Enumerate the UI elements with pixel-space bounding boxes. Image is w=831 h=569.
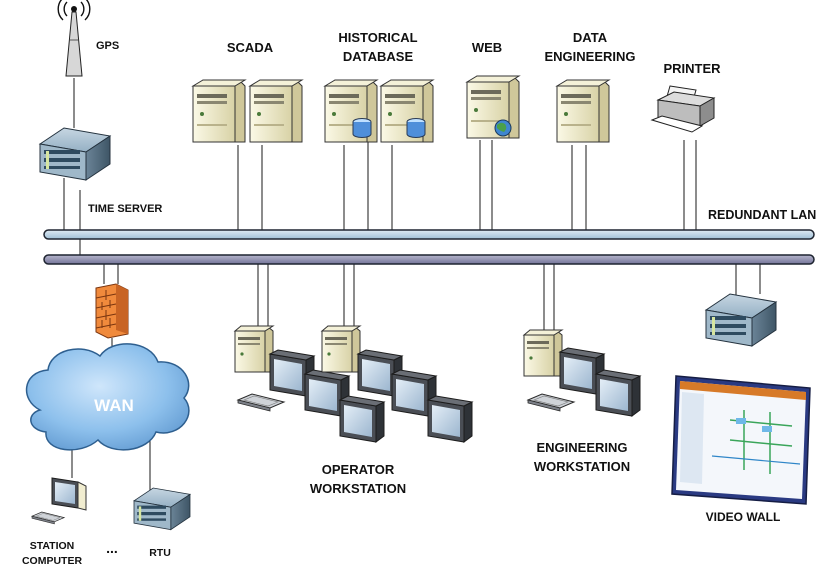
engineering-label: ENGINEERING xyxy=(544,49,635,64)
ellipsis-label: ... xyxy=(106,540,118,556)
historical-label: HISTORICAL xyxy=(338,30,417,45)
station-computer-icon xyxy=(31,477,87,525)
lan-bus-a xyxy=(43,229,815,240)
operator-workstation-icon xyxy=(234,325,473,443)
web-server-icon xyxy=(466,75,520,139)
engineering-workstation-icon xyxy=(523,329,641,417)
computer-label: COMPUTER xyxy=(22,555,83,567)
scada-server-icon xyxy=(192,79,303,143)
gps-antenna-icon xyxy=(57,0,91,77)
video-wall-display-icon xyxy=(671,375,811,505)
globe-icon xyxy=(494,119,512,137)
firewall-icon xyxy=(95,283,129,339)
engineering-workstation-label-2: WORKSTATION xyxy=(534,459,630,474)
printer-icon xyxy=(650,85,716,133)
connection-lines xyxy=(63,78,761,490)
video-wall-rack-icon xyxy=(705,293,777,347)
web-label: WEB xyxy=(472,40,502,55)
lan-bus-b xyxy=(43,254,815,265)
printer-label: PRINTER xyxy=(663,61,721,76)
video-wall-label: VIDEO WALL xyxy=(706,510,781,524)
rtu-rack-icon xyxy=(133,487,191,530)
data-engineering-server-icon xyxy=(556,79,610,143)
operator-workstation-label: WORKSTATION xyxy=(310,481,406,496)
wan-label: WAN xyxy=(94,396,134,415)
historical-database-server-icon xyxy=(324,79,434,143)
database-label: DATABASE xyxy=(343,49,414,64)
redundant-lan-bus xyxy=(43,229,815,265)
time-server-rack-icon xyxy=(39,127,111,181)
wan-cloud-icon xyxy=(25,343,190,451)
station-label: STATION xyxy=(30,540,75,552)
engineering-workstation-label-1: ENGINEERING xyxy=(536,440,627,455)
redundant-lan-label: REDUNDANT LAN xyxy=(708,208,816,222)
data-label: DATA xyxy=(573,30,608,45)
time-server-label: TIME SERVER xyxy=(88,203,162,215)
gps-label: GPS xyxy=(96,40,119,52)
scada-label: SCADA xyxy=(227,40,274,55)
operator-label: OPERATOR xyxy=(322,462,395,477)
rtu-label: RTU xyxy=(149,547,171,559)
labels: GPS TIME SERVER SCADA HISTORICAL DATABAS… xyxy=(22,30,816,567)
